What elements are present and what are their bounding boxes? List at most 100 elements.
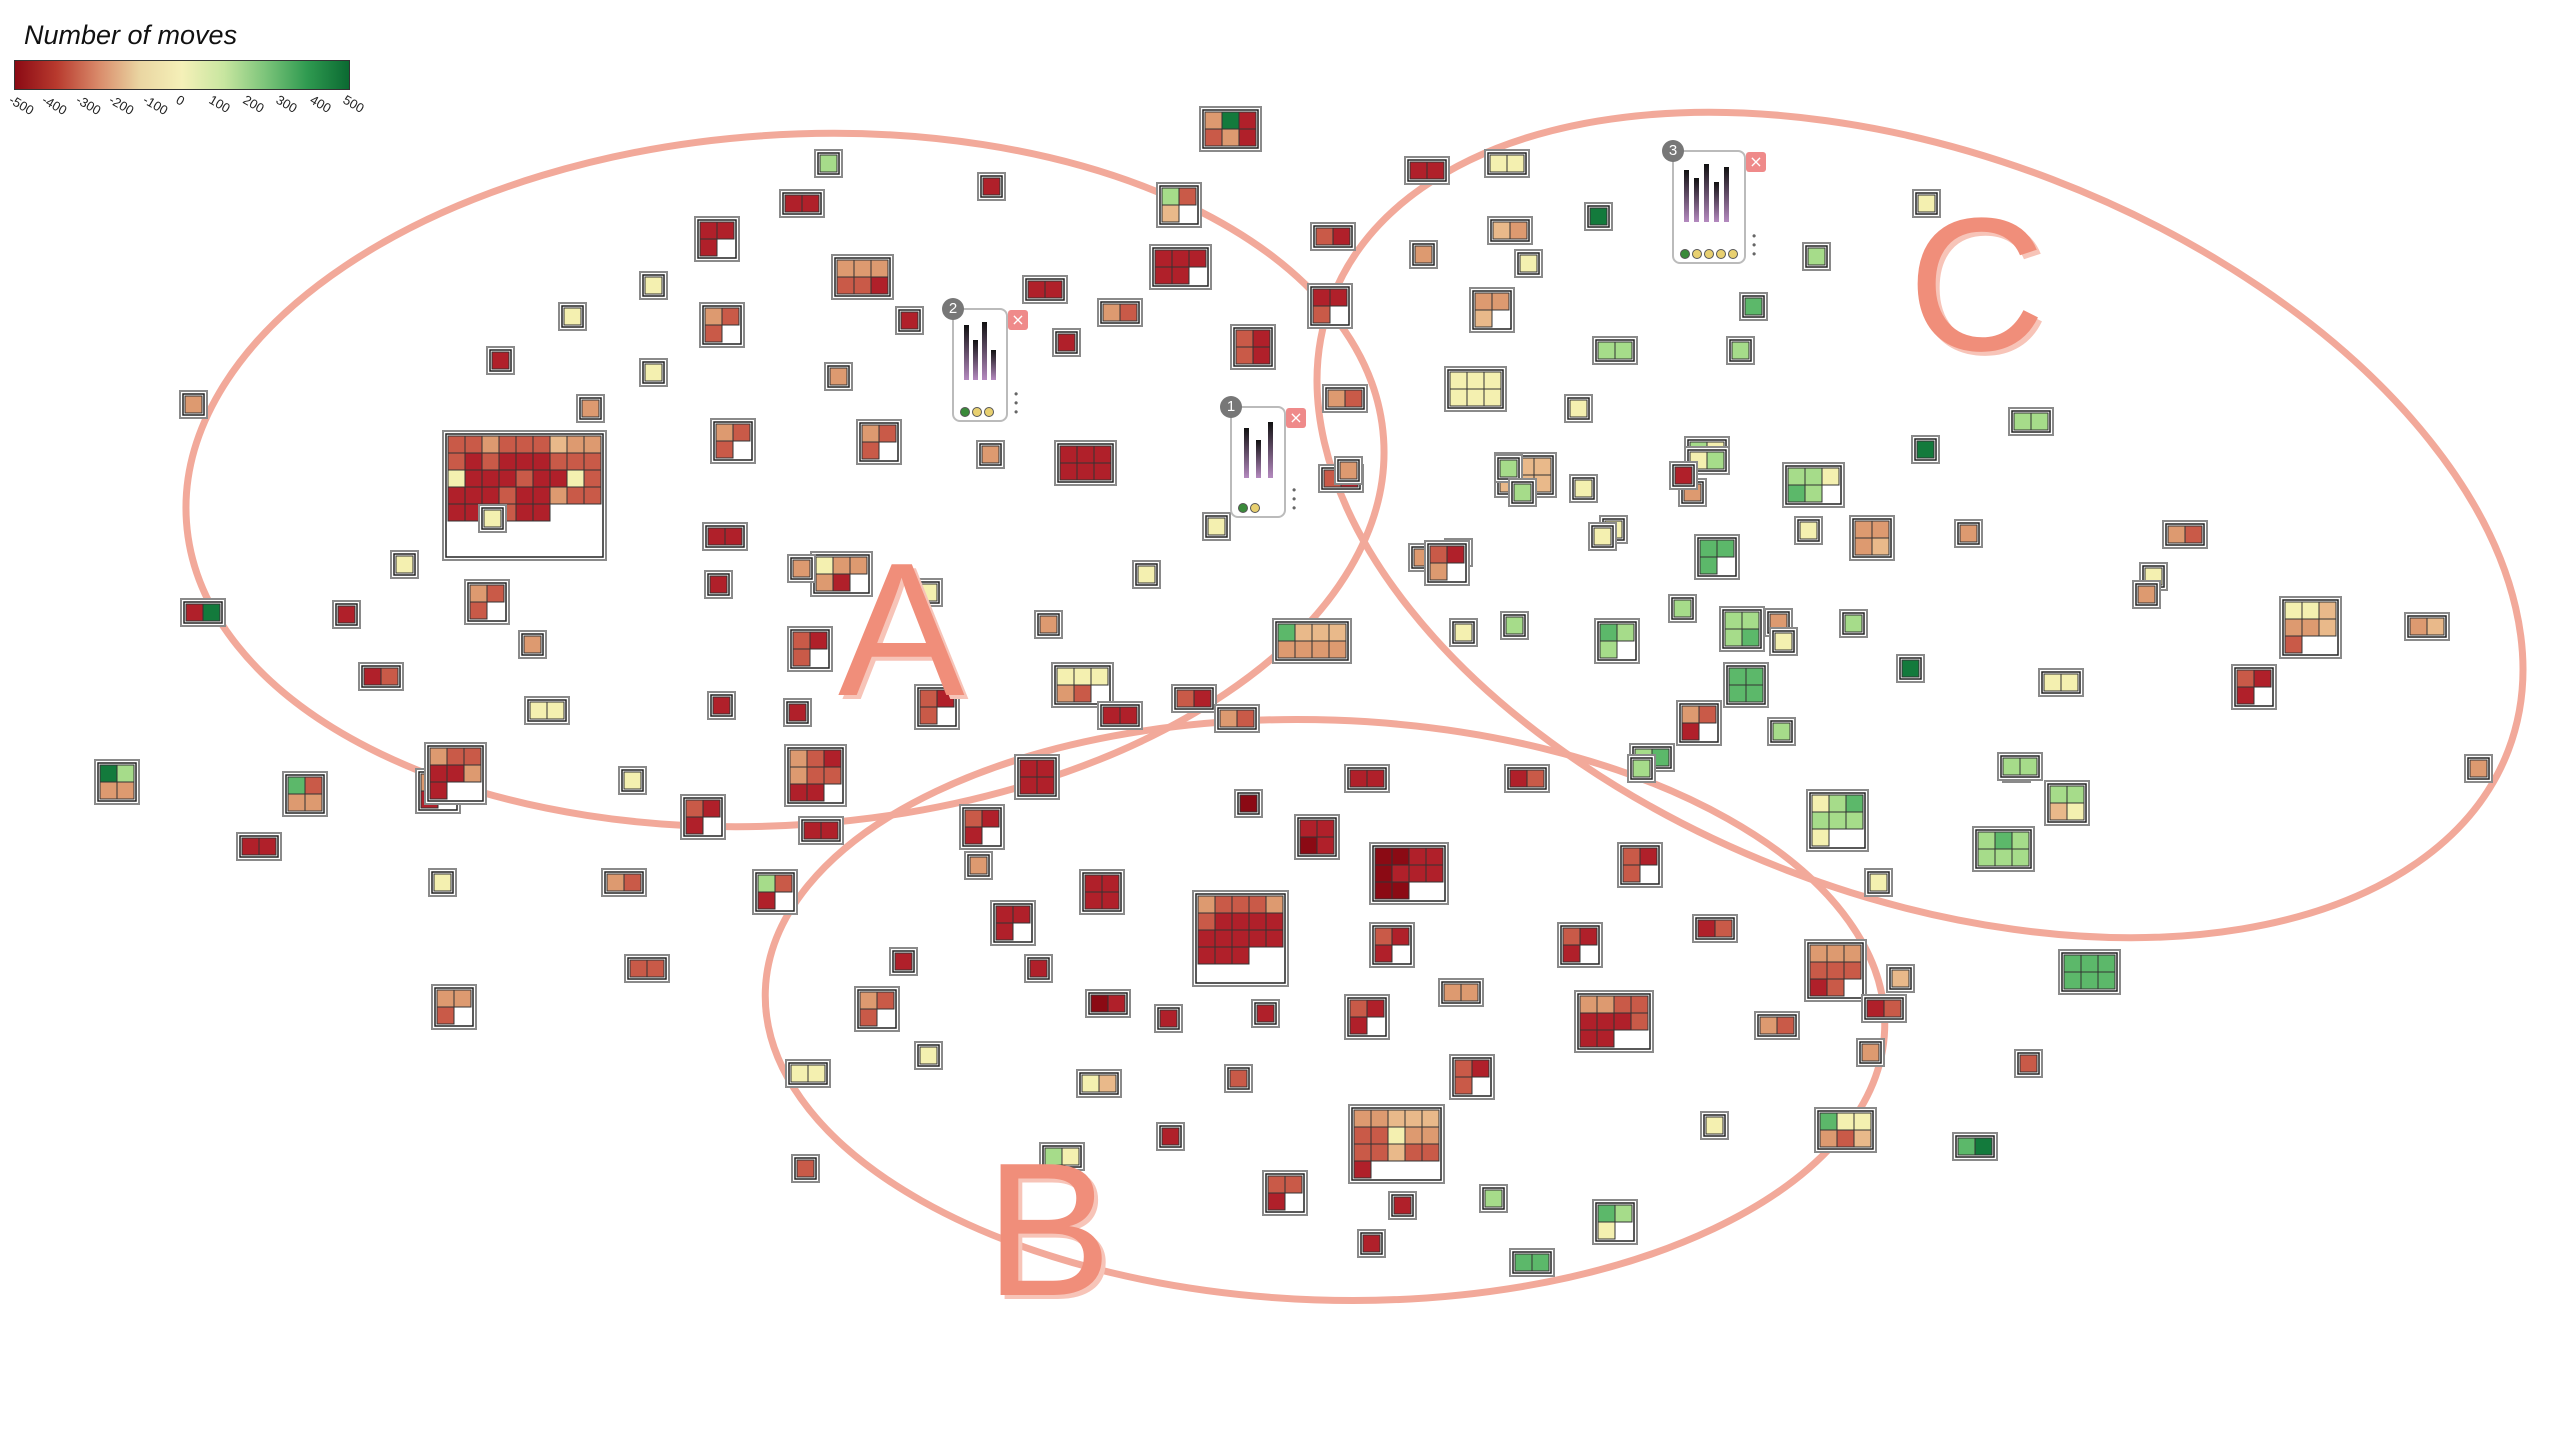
detail-panel-3[interactable]: 3 × ••• <box>1662 140 1766 264</box>
state-tile[interactable] <box>1592 336 1638 365</box>
state-tile[interactable] <box>1627 754 1656 783</box>
state-tile[interactable] <box>624 954 670 983</box>
state-tile[interactable] <box>1052 328 1081 357</box>
close-icon[interactable]: × <box>1746 152 1766 172</box>
state-tile[interactable] <box>752 869 798 915</box>
state-tile[interactable] <box>1294 814 1340 860</box>
state-tile[interactable] <box>1592 1199 1638 1245</box>
state-tile[interactable] <box>783 698 812 727</box>
state-tile[interactable] <box>524 696 570 725</box>
state-tile[interactable] <box>1097 298 1143 327</box>
state-tile[interactable] <box>1669 461 1698 490</box>
state-tile[interactable] <box>180 598 226 627</box>
state-tile[interactable] <box>1369 842 1449 905</box>
detail-panel-2[interactable]: 2 × ••• <box>942 298 1028 422</box>
state-tile[interactable] <box>1039 1142 1085 1171</box>
state-tile[interactable] <box>1912 189 1941 218</box>
state-tile[interactable] <box>1839 609 1868 638</box>
state-tile[interactable] <box>1997 752 2043 781</box>
state-tile[interactable] <box>824 362 853 391</box>
state-tile[interactable] <box>1804 939 1867 1002</box>
state-tile[interactable] <box>787 626 833 672</box>
state-tile[interactable] <box>1171 684 1217 713</box>
state-tile[interactable] <box>1051 662 1114 708</box>
state-tile[interactable] <box>1564 394 1593 423</box>
state-tile[interactable] <box>1676 700 1722 746</box>
state-tile[interactable] <box>639 271 668 300</box>
state-tile[interactable] <box>2162 520 2208 549</box>
state-tile[interactable] <box>1896 654 1925 683</box>
state-tile[interactable] <box>1334 456 1363 485</box>
state-tile[interactable] <box>390 550 419 579</box>
state-tile[interactable] <box>618 766 647 795</box>
state-tile[interactable] <box>1344 994 1390 1040</box>
state-tile[interactable] <box>1348 1104 1445 1184</box>
state-tile[interactable] <box>1594 618 1640 664</box>
state-tile[interactable] <box>1692 914 1738 943</box>
state-tile[interactable] <box>1954 519 1983 548</box>
state-tile[interactable] <box>1024 954 1053 983</box>
state-tile[interactable] <box>1864 868 1893 897</box>
state-tile[interactable] <box>1310 222 1356 251</box>
state-tile[interactable] <box>1224 1064 1253 1093</box>
close-icon[interactable]: × <box>1286 408 1306 428</box>
state-tile[interactable] <box>424 742 487 805</box>
state-tile[interactable] <box>1484 149 1530 178</box>
state-tile[interactable] <box>332 600 361 629</box>
state-tile[interactable] <box>1487 216 1533 245</box>
state-tile[interactable] <box>1202 512 1231 541</box>
state-tile[interactable] <box>282 771 328 817</box>
state-tile[interactable] <box>1861 994 1907 1023</box>
state-tile[interactable] <box>358 662 404 691</box>
state-tile[interactable] <box>702 522 748 551</box>
state-tile[interactable] <box>1234 789 1263 818</box>
state-tile[interactable] <box>2058 949 2121 995</box>
state-tile[interactable] <box>1322 384 1368 413</box>
state-tile[interactable] <box>1952 1132 1998 1161</box>
state-tile[interactable] <box>1509 1248 1555 1277</box>
state-tile[interactable] <box>1404 156 1450 185</box>
state-tile[interactable] <box>1972 826 2035 872</box>
state-tile[interactable] <box>704 570 733 599</box>
state-tile[interactable] <box>785 1059 831 1088</box>
state-tile[interactable] <box>1344 764 1390 793</box>
state-tile[interactable] <box>1739 292 1768 321</box>
state-tile[interactable] <box>1076 1069 1122 1098</box>
state-tile[interactable] <box>1617 842 1663 888</box>
state-tile[interactable] <box>1584 202 1613 231</box>
state-tile[interactable] <box>1388 1191 1417 1220</box>
state-tile[interactable] <box>1574 990 1654 1053</box>
more-vertical-icon[interactable]: ••• <box>1014 387 1019 419</box>
state-tile[interactable] <box>486 346 515 375</box>
state-tile[interactable] <box>1272 618 1352 664</box>
state-tile[interactable] <box>814 149 843 178</box>
close-icon[interactable]: × <box>1008 310 1028 330</box>
state-tile[interactable] <box>784 744 847 807</box>
state-tile[interactable] <box>478 504 507 533</box>
state-tile[interactable] <box>1424 540 1470 586</box>
state-tile[interactable] <box>1132 560 1161 589</box>
state-tile[interactable] <box>1034 610 1063 639</box>
state-tile[interactable] <box>914 1041 943 1070</box>
state-tile[interactable] <box>791 1154 820 1183</box>
state-tile[interactable] <box>1199 106 1262 152</box>
state-tile[interactable] <box>680 794 726 840</box>
state-tile[interactable] <box>1769 627 1798 656</box>
state-tile[interactable] <box>854 986 900 1032</box>
state-tile[interactable] <box>2279 596 2342 659</box>
state-tile[interactable] <box>1723 662 1769 708</box>
state-tile[interactable] <box>601 868 647 897</box>
state-tile[interactable] <box>1214 704 1260 733</box>
state-tile[interactable] <box>2008 407 2054 436</box>
state-tile[interactable] <box>1569 474 1598 503</box>
state-tile[interactable] <box>464 579 510 625</box>
state-tile[interactable] <box>1449 618 1478 647</box>
more-vertical-icon[interactable]: ••• <box>1292 483 1297 515</box>
state-tile[interactable] <box>914 684 960 730</box>
state-tile[interactable] <box>976 440 1005 469</box>
state-tiles-layer[interactable] <box>94 106 2493 1277</box>
state-tile[interactable] <box>1154 1004 1183 1033</box>
state-tile[interactable] <box>428 868 457 897</box>
state-tile[interactable] <box>639 358 668 387</box>
state-tile[interactable] <box>977 172 1006 201</box>
